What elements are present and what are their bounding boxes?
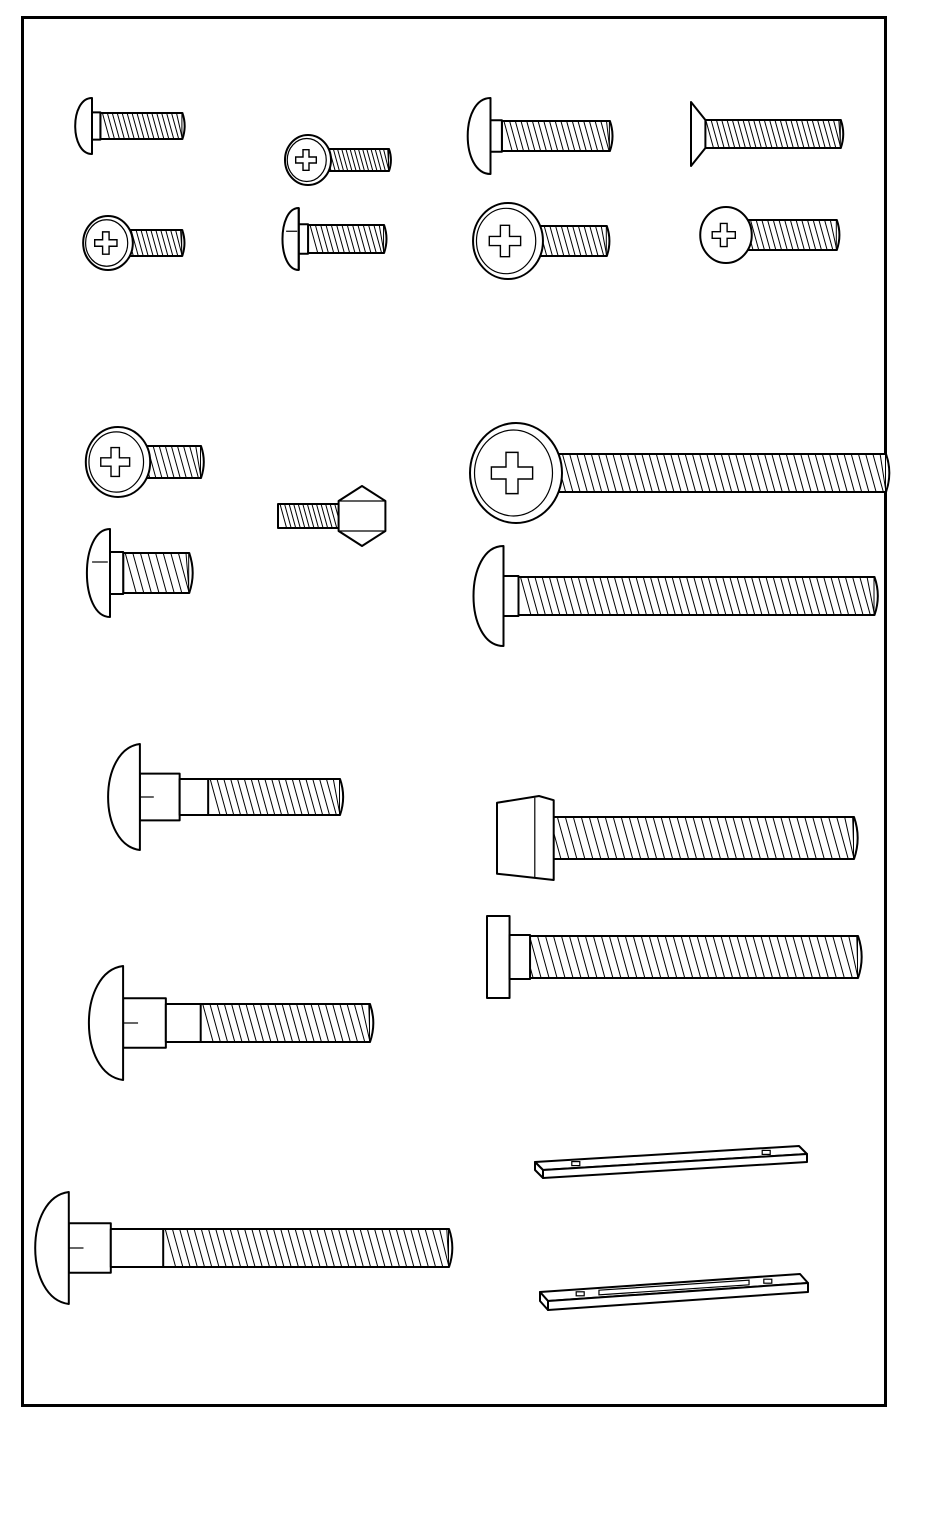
part-t-head-bolt (487, 916, 862, 998)
part-truss-head-screw-side (468, 98, 613, 174)
part-carriage-bolt (108, 744, 343, 850)
part-large-pan-head-phillips-screw (86, 427, 204, 497)
part-truss-head-screw-side (75, 98, 184, 154)
part-pan-head-screw-side (282, 208, 386, 270)
part-oval-head-phillips-screw (700, 207, 839, 263)
part-flat-head-screw (691, 102, 843, 166)
part-long-carriage-bolt (35, 1192, 452, 1304)
part-carriage-bolt (89, 966, 373, 1080)
part-pan-head-phillips-screw (285, 135, 391, 185)
part-truss-head-phillips-screw (83, 216, 184, 270)
part-truss-head-phillips-screw (473, 203, 609, 279)
part-square-head-bolt (497, 796, 858, 880)
part-hex-head-self-tapping-screw (278, 486, 385, 546)
part-pan-head-screw-side (87, 529, 193, 617)
part-slotted-bracket (540, 1274, 808, 1310)
part-long-truss-head-screw-side (474, 546, 878, 646)
part-long-truss-head-phillips-screw (470, 423, 889, 523)
part-flat-bracket (535, 1146, 807, 1178)
